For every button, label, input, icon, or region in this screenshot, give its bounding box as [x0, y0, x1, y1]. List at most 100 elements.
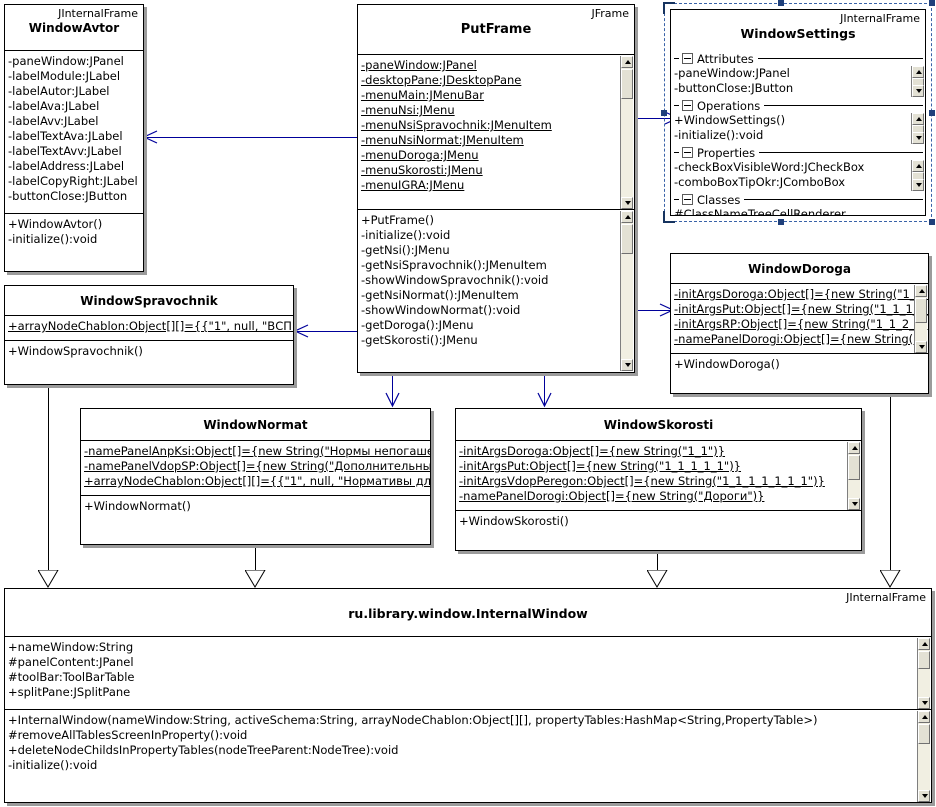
scrollbar-thumb[interactable]: [621, 224, 633, 254]
collapse-minus-icon[interactable]: [682, 53, 693, 64]
selection-corner-top-left[interactable]: [663, 2, 675, 14]
scroll-down-button[interactable]: [918, 697, 930, 709]
class-box-internal-window[interactable]: JInternalFrame ru.library.window.Interna…: [4, 588, 932, 803]
scroll-down-button[interactable]: [915, 341, 927, 353]
class-box-window-skorosti[interactable]: WindowSkorosti -initArgsDoroga:Object[]=…: [455, 408, 862, 551]
class-header-window-spravochnik: WindowSpravochnik: [5, 286, 293, 316]
scroll-up-button[interactable]: [912, 66, 924, 78]
attributes-scrollbar[interactable]: [620, 56, 633, 209]
class-box-window-avtor[interactable]: JInternalFrame WindowAvtor -paneWindow:J…: [4, 4, 144, 272]
operations-scrollbar[interactable]: [911, 113, 924, 144]
class-row: #ClassNameTreeCellRenderer: [674, 207, 846, 216]
scroll-up-button[interactable]: [915, 285, 927, 297]
group-header-operations[interactable]: Operations: [671, 98, 925, 113]
collapse-minus-icon[interactable]: [682, 147, 693, 158]
selection-handle-left[interactable]: [661, 110, 667, 116]
attribute-row: -labelTextAva:JLabel: [8, 129, 123, 143]
attributes-compartment: -paneWindow:JPanel -buttonClose:JButton: [671, 66, 925, 98]
attributes-scrollbar[interactable]: [911, 66, 924, 97]
scrollbar-thumb[interactable]: [621, 69, 633, 99]
attribute-row: -menuNsiNormat:JMenuItem: [361, 133, 524, 147]
scroll-up-button[interactable]: [621, 211, 633, 223]
group-header-attributes[interactable]: Attributes: [671, 51, 925, 66]
attribute-row: -menuIGRA:JMenu: [361, 178, 465, 192]
scroll-up-button[interactable]: [918, 711, 930, 723]
attributes-scrollbar[interactable]: [847, 442, 860, 510]
selection-handle-bottom-right[interactable]: [929, 219, 935, 225]
attribute-row: #toolBar:ToolBarTable: [8, 670, 135, 684]
class-box-put-frame[interactable]: JFrame PutFrame -paneWindow:JPanel -desk…: [357, 4, 635, 373]
operations-scrollbar[interactable]: [620, 211, 633, 371]
selection-corner-bottom-left[interactable]: [663, 211, 675, 223]
selection-handle-bottom[interactable]: [778, 219, 784, 225]
collapse-minus-icon[interactable]: [682, 100, 693, 111]
class-box-window-doroga[interactable]: WindowDoroga -initArgsDoroga:Object[]={n…: [670, 253, 929, 394]
class-header-internal-window: JInternalFrame ru.library.window.Interna…: [5, 589, 931, 637]
operations-compartment: +PutFrame() -initialize():void -getNsi()…: [358, 210, 634, 372]
scroll-down-button[interactable]: [918, 790, 930, 802]
class-header-put-frame: JFrame PutFrame: [358, 5, 634, 55]
attribute-row: -paneWindow:JPanel: [361, 58, 477, 72]
properties-scrollbar[interactable]: [911, 160, 924, 191]
operation-row: -getNsiNormat():JMenuItem: [361, 288, 519, 302]
group-rule-left: [674, 58, 679, 59]
scrollbar-thumb[interactable]: [918, 651, 930, 669]
scroll-up-button[interactable]: [912, 160, 924, 172]
attributes-scrollbar[interactable]: [914, 285, 927, 353]
generalization-arrow-skorosti: [647, 570, 668, 588]
scrollbar-thumb[interactable]: [915, 298, 927, 323]
attribute-row: -labelTextAvv:JLabel: [8, 144, 122, 158]
scroll-up-button[interactable]: [621, 56, 633, 68]
operation-row: -getNsi():JMenu: [361, 243, 450, 257]
attributes-scrollbar[interactable]: [917, 638, 930, 709]
scroll-up-button[interactable]: [918, 638, 930, 650]
class-box-window-spravochnik[interactable]: WindowSpravochnik +arrayNodeChablon:Obje…: [4, 285, 294, 385]
scroll-down-button[interactable]: [621, 197, 633, 209]
class-name: WindowSettings: [740, 26, 856, 41]
operations-scrollbar[interactable]: [917, 711, 930, 802]
operation-row: +PutFrame(): [361, 213, 434, 227]
operations-compartment: +WindowDoroga(): [671, 354, 928, 393]
attribute-row: -buttonClose:JButton: [8, 189, 128, 203]
class-name: PutFrame: [460, 22, 532, 37]
group-label: Properties: [697, 145, 756, 160]
association-line-avtor: [146, 137, 357, 138]
association-arrow-spravochnik: [293, 324, 309, 343]
attribute-row: -labelAvv:JLabel: [8, 114, 99, 128]
attributes-compartment: -namePanelAnpKsi:Object[]={new String("Н…: [81, 441, 430, 496]
group-header-properties[interactable]: Properties: [671, 145, 925, 160]
scroll-down-button[interactable]: [912, 132, 924, 144]
scrollbar-thumb[interactable]: [848, 455, 860, 480]
scroll-down-button[interactable]: [912, 85, 924, 97]
attribute-row: -initArgsRP:Object[]={new String("1_1_2_…: [674, 317, 928, 331]
collapse-minus-icon[interactable]: [682, 194, 693, 205]
class-box-window-normat[interactable]: WindowNormat -namePanelAnpKsi:Object[]={…: [80, 408, 431, 545]
attribute-row: #panelContent:JPanel: [8, 655, 134, 669]
class-header-window-skorosti: WindowSkorosti: [456, 409, 861, 441]
selection-frame-window-settings[interactable]: [661, 0, 935, 225]
generalization-line-normat: [255, 545, 256, 573]
scrollbar-thumb[interactable]: [918, 724, 930, 744]
scroll-up-button[interactable]: [848, 442, 860, 454]
attribute-row: -namePanelAnpKsi:Object[]={new String("Н…: [84, 444, 430, 458]
scroll-down-button[interactable]: [848, 498, 860, 510]
attribute-row: +arrayNodeChablon:Object[][]={{"1", null…: [8, 319, 293, 333]
scroll-down-button[interactable]: [621, 359, 633, 371]
operation-row: +deleteNodeChildsInPropertyTables(nodeTr…: [8, 743, 399, 757]
attribute-row: -labelAva:JLabel: [8, 99, 100, 113]
classes-compartment: #ClassNameTreeCellRenderer: [671, 207, 925, 216]
attribute-row: -labelCopyRight:JLabel: [8, 174, 138, 188]
selection-handle-top-right[interactable]: [929, 0, 935, 6]
selection-handle-right[interactable]: [929, 110, 935, 116]
class-box-window-settings[interactable]: JInternalFrame WindowSettings Attributes…: [670, 9, 926, 216]
scroll-up-button[interactable]: [912, 113, 924, 125]
scroll-down-button[interactable]: [912, 179, 924, 191]
selection-handle-top[interactable]: [778, 0, 784, 6]
association-line-settings: [636, 118, 678, 119]
operation-row: +InternalWindow(nameWindow:String, activ…: [8, 713, 818, 727]
attributes-compartment: -paneWindow:JPanel -labelModule:JLabel -…: [5, 51, 143, 214]
group-rule-right: [757, 58, 923, 59]
group-header-classes[interactable]: Classes: [671, 192, 925, 207]
group-rule-left: [674, 105, 679, 106]
operation-row: -getSkorosti():JMenu: [361, 333, 478, 347]
